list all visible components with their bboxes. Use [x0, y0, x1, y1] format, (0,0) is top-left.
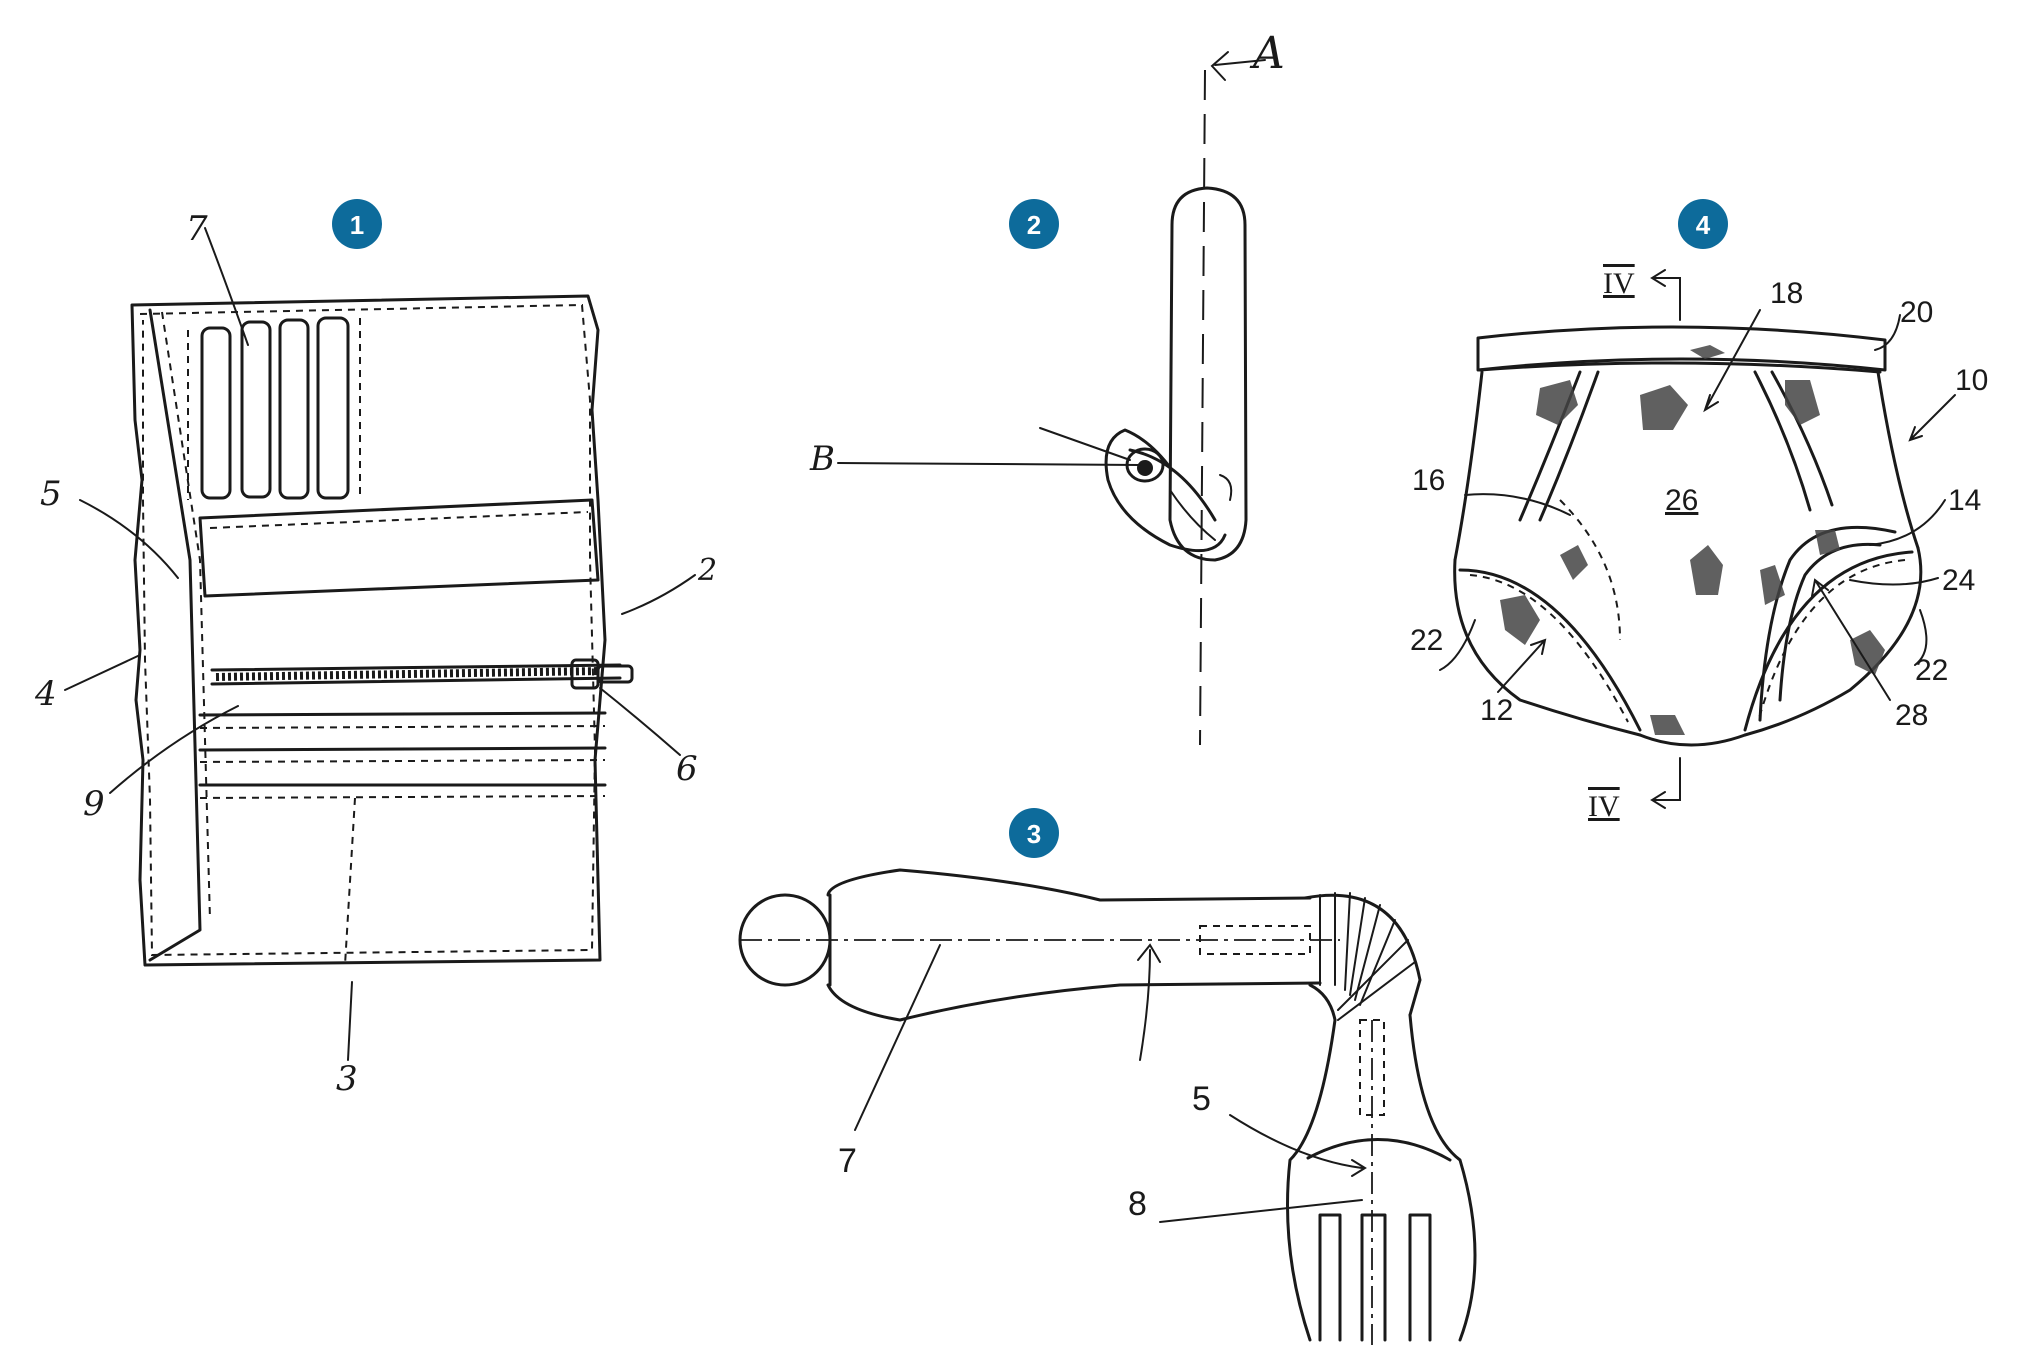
label-8: 8	[1128, 1185, 1147, 1223]
label-28: 28	[1895, 699, 1928, 732]
ear-hook-drawing	[837, 51, 1266, 746]
label-A: A	[1249, 28, 1285, 79]
label-IV-bottom: IV	[1588, 790, 1620, 823]
figure-4-badge: 4	[1678, 199, 1728, 249]
svg-text:4: 4	[1696, 210, 1711, 240]
label-4: 4	[34, 674, 57, 714]
label-16: 16	[1412, 464, 1445, 497]
label-5: 5	[1192, 1080, 1211, 1118]
label-6: 6	[676, 749, 698, 789]
label-3: 3	[336, 1059, 358, 1099]
label-12: 12	[1480, 694, 1513, 727]
figure-3-badge: 3	[1009, 808, 1059, 858]
label-10: 10	[1955, 364, 1988, 397]
label-18: 18	[1770, 277, 1803, 310]
label-22-right: 22	[1915, 654, 1948, 687]
figure-2-device: 2 A B	[809, 28, 1285, 746]
label-2: 2	[697, 553, 717, 588]
label-24: 24	[1942, 564, 1975, 597]
label-14: 14	[1948, 484, 1981, 517]
briefs-drawing	[1439, 269, 1956, 809]
label-B: B	[809, 439, 835, 479]
svg-text:2: 2	[1027, 210, 1041, 240]
label-22-left: 22	[1410, 624, 1443, 657]
figure-4-garment: 4	[1410, 199, 1988, 823]
label-7: 7	[838, 1142, 857, 1180]
label-9: 9	[83, 784, 105, 824]
figure-2-badge: 2	[1009, 199, 1059, 249]
figure-1-wallet: 1	[34, 199, 717, 1099]
label-5: 5	[40, 474, 62, 514]
label-7: 7	[186, 209, 208, 249]
wallet-drawing	[130, 294, 634, 967]
figure-3-fork: 3	[738, 808, 1477, 1345]
svg-text:3: 3	[1027, 819, 1041, 849]
label-20: 20	[1900, 296, 1933, 329]
wallet-leaders	[64, 227, 696, 1061]
label-26: 26	[1665, 484, 1698, 517]
svg-text:1: 1	[350, 210, 364, 240]
figure-1-badge: 1	[332, 199, 382, 249]
fork-drawing	[738, 868, 1477, 1345]
label-IV-top: IV	[1603, 267, 1635, 300]
